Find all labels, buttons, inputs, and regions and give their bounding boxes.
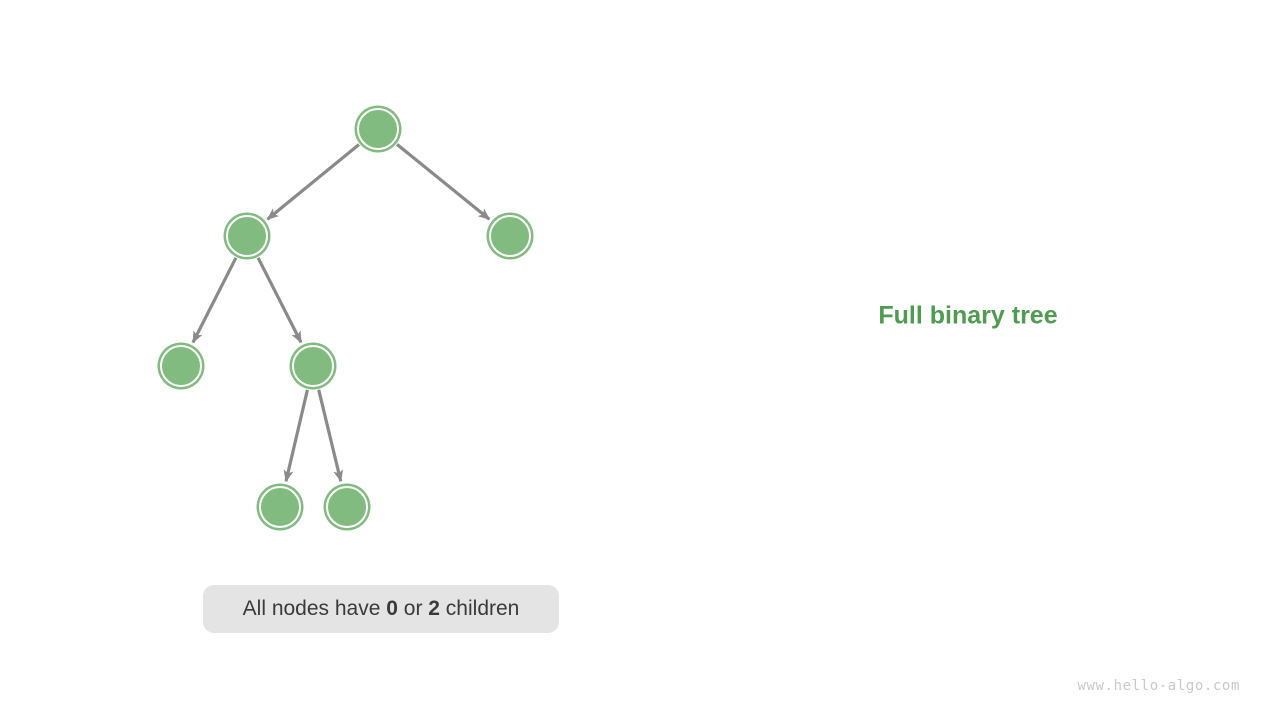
tree-node bbox=[289, 342, 337, 390]
tree-edge bbox=[395, 143, 491, 221]
tree-edge bbox=[283, 389, 309, 483]
caption-text-prefix: All nodes have bbox=[242, 597, 387, 620]
tree-edge bbox=[266, 143, 361, 221]
tree-node bbox=[223, 212, 271, 260]
tree-node bbox=[157, 342, 205, 390]
tree-edge bbox=[256, 257, 303, 344]
tree-node bbox=[256, 483, 304, 531]
tree-node bbox=[354, 105, 402, 153]
tree-edge bbox=[317, 389, 344, 483]
watermark: www.hello-algo.com bbox=[1077, 678, 1240, 694]
caption-text-middle: or bbox=[397, 597, 429, 620]
tree-edges-layer bbox=[191, 143, 491, 483]
caption-bold-zero: 0 bbox=[386, 597, 398, 620]
tree-nodes-layer bbox=[157, 105, 534, 531]
tree-node bbox=[486, 212, 534, 260]
caption-bold-two: 2 bbox=[428, 597, 440, 620]
tree-edge bbox=[191, 257, 238, 344]
diagram-title: Full binary tree bbox=[878, 301, 1058, 330]
caption-text-suffix: children bbox=[439, 597, 520, 620]
tree-node bbox=[323, 483, 371, 531]
caption-box: All nodes have 0 or 2 children bbox=[203, 585, 559, 633]
